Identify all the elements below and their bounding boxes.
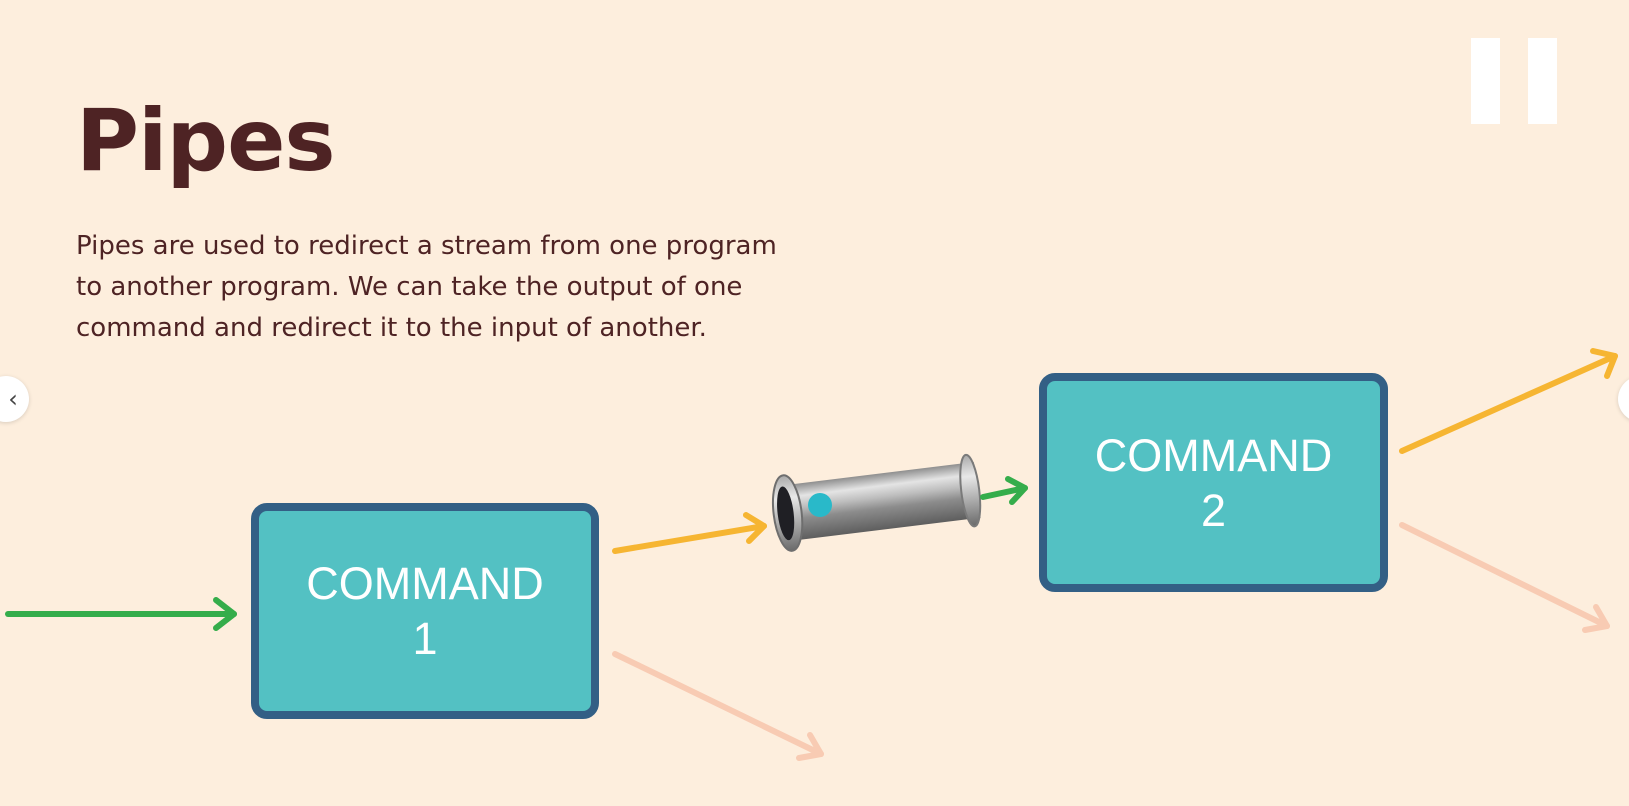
description-line: command and redirect it to the input of … [76,313,707,343]
command-1-box: COMMAND 1 [251,503,599,719]
chevron-left-icon: ‹ [8,385,18,413]
description-line: to another program. We can take the outp… [76,272,743,302]
pipe-data-dot [808,493,832,517]
command-label: COMMAND [306,558,544,609]
pause-bar [1528,38,1557,124]
pause-bar [1471,38,1500,124]
command-label: COMMAND [1094,429,1333,481]
stdout-arrow [612,512,767,554]
command-number: 1 [412,613,438,664]
command-2-box: COMMAND 2 [1039,373,1388,592]
description-line: Pipes are used to redirect a stream from… [76,231,777,261]
pause-icon[interactable] [1471,38,1557,124]
pipe-tube [771,453,982,552]
stderr-arrow [1399,522,1610,633]
stdin-arrow [5,597,237,631]
pipe-output-arrow [980,476,1028,505]
command-number: 2 [1200,484,1227,536]
slide-title: Pipes [76,91,336,191]
stdout-arrow [1399,348,1618,454]
next-slide-button[interactable] [1618,376,1629,422]
stderr-arrow [612,651,824,761]
slide-description: Pipes are used to redirect a stream from… [76,226,866,349]
